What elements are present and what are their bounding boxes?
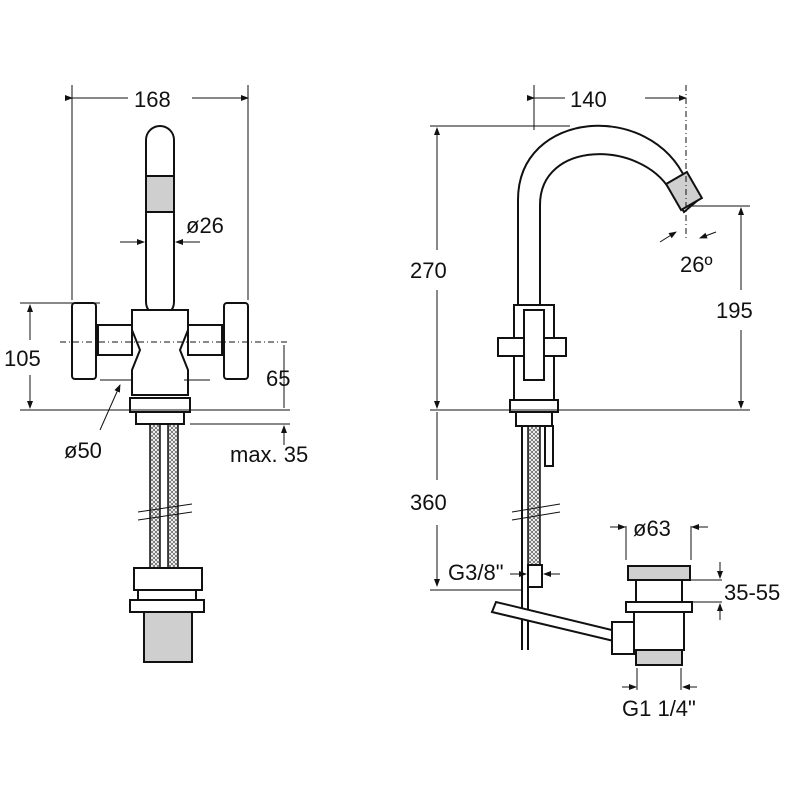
right-handle — [223, 302, 249, 380]
aerator-side — [664, 170, 704, 212]
hose-right — [167, 423, 179, 570]
drain-cap — [627, 565, 691, 581]
side-view — [430, 85, 750, 690]
dim-spout-angle: 26º — [680, 252, 713, 277]
dim-spout-diameter: ø26 — [186, 213, 224, 238]
right-stem — [187, 324, 223, 356]
dim-168: 168 — [134, 87, 171, 112]
body — [131, 309, 189, 396]
left-stem — [97, 324, 133, 356]
dim-drain-diameter: ø63 — [633, 516, 671, 541]
hose-connector — [527, 564, 543, 588]
lever-nut — [611, 621, 635, 655]
dim-140: 140 — [570, 87, 607, 112]
hose-left — [149, 423, 161, 570]
dim-270: 270 — [410, 258, 447, 283]
drain-top — [133, 567, 203, 591]
dim-195: 195 — [716, 298, 753, 323]
spout-arc — [517, 124, 700, 311]
dim-max-35: max. 35 — [230, 442, 308, 467]
dim-drain-thread: G1 1/4" — [622, 696, 696, 721]
dim-base-diameter: ø50 — [64, 438, 102, 463]
left-handle — [71, 302, 97, 380]
mount-nut — [135, 411, 185, 425]
hose-side — [527, 425, 541, 567]
aerator — [145, 175, 175, 213]
front-view — [20, 85, 290, 663]
dim-360: 360 — [410, 490, 447, 515]
dim-hose-thread: G3/8" — [448, 560, 504, 585]
spout-tube — [145, 125, 175, 317]
dim-65: 65 — [266, 366, 290, 391]
dim-drain-range: 35-55 — [724, 580, 780, 605]
dim-105: 105 — [4, 346, 41, 371]
pop-up-lever — [490, 600, 622, 644]
drain-thread — [143, 611, 193, 663]
drain-thread-side — [635, 649, 683, 666]
